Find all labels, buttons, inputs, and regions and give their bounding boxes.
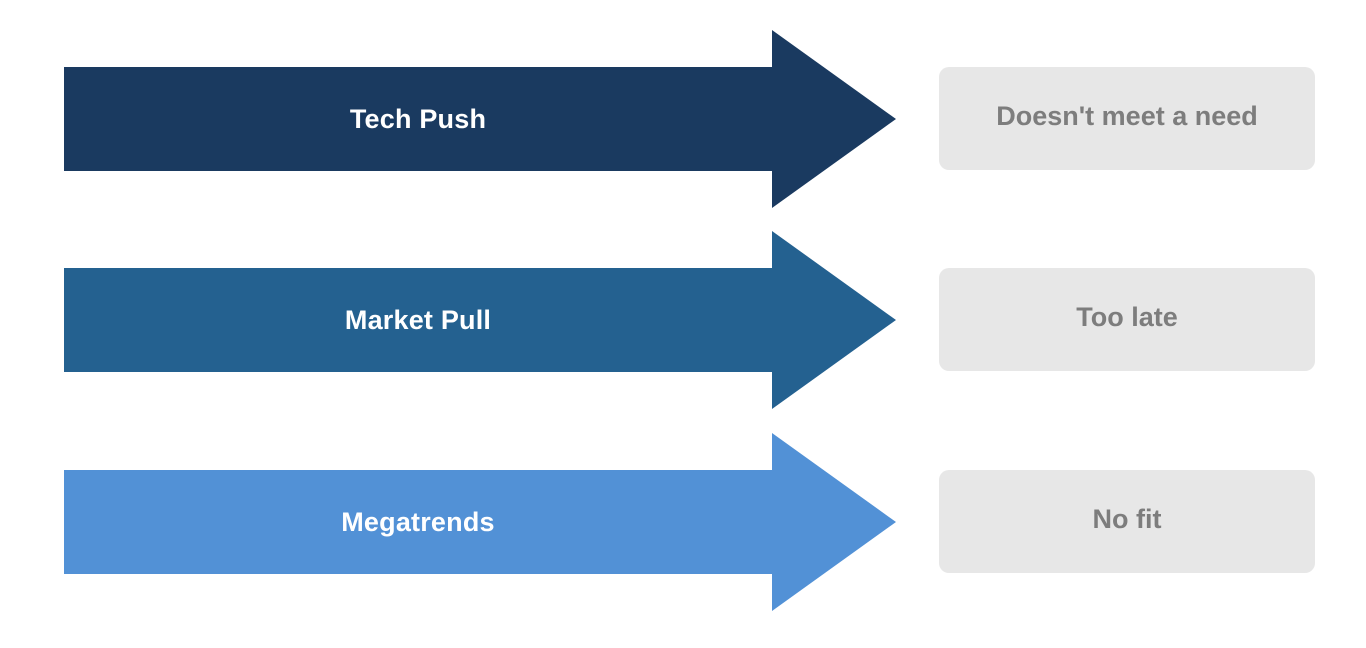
megatrends-arrow-shape — [64, 433, 896, 611]
diagram-row-tech-push: Tech Push Doesn't meet a need — [0, 30, 1366, 210]
tech-push-label: Tech Push — [349, 103, 487, 134]
market-pull-arrow: Market Pull — [64, 231, 896, 409]
outcome-label: No fit — [1092, 504, 1162, 534]
market-pull-label: Market Pull — [344, 304, 492, 335]
diagram-row-market-pull: Market Pull Too late — [0, 231, 1366, 411]
tech-push-arrow-shape — [64, 30, 896, 208]
outcome-label: Too late — [1076, 302, 1178, 332]
outcome-box-no-fit: No fit — [939, 470, 1315, 573]
megatrends-label: Megatrends — [341, 506, 495, 537]
tech-push-arrow: Tech Push — [64, 30, 896, 208]
outcome-label: Doesn't meet a need — [996, 101, 1258, 131]
diagram-row-megatrends: Megatrends No fit — [0, 433, 1366, 613]
outcome-box-too-late: Too late — [939, 268, 1315, 371]
outcome-box-doesnt-meet-a-need: Doesn't meet a need — [939, 67, 1315, 170]
megatrends-arrow: Megatrends — [64, 433, 896, 611]
market-pull-arrow-shape — [64, 231, 896, 409]
